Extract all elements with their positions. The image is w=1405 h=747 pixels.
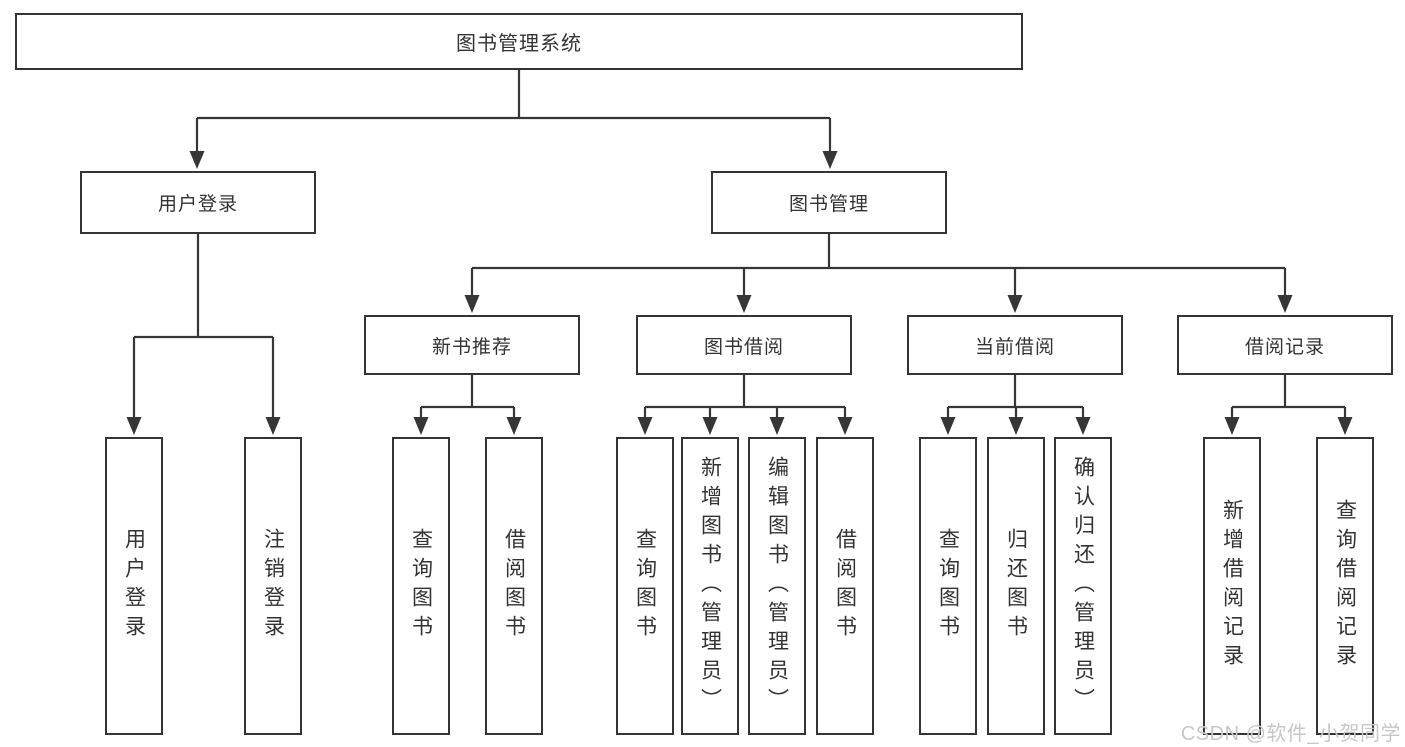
node-user-login-label: 用户登录: [157, 194, 238, 215]
arrow-down-icon: [506, 417, 522, 435]
leaf-logout: 注销登录: [244, 437, 302, 735]
connector-line: [195, 70, 832, 153]
leaf-label: 查询图书: [936, 528, 960, 644]
connector-line: [132, 234, 275, 420]
node-root-label: 图书管理系统: [456, 33, 582, 55]
arrow-down-icon: [769, 417, 785, 435]
arrow-down-icon: [702, 417, 718, 435]
node-book-management-label: 图书管理: [788, 194, 869, 215]
node-book-management: 图书管理: [711, 171, 947, 234]
node-root: 图书管理系统: [15, 13, 1023, 70]
leaf-borrow-books: 借阅图书: [816, 437, 874, 735]
arrow-down-icon: [940, 417, 956, 435]
arrow-down-icon: [1337, 417, 1353, 435]
leaf-query-books-recommend: 查询图书: [392, 437, 450, 735]
node-new-book-recommend: 新书推荐: [364, 315, 580, 375]
node-current-borrow-label: 当前借阅: [974, 336, 1055, 358]
leaf-borrow-books-recommend: 借阅图书: [485, 437, 543, 735]
connector-line: [946, 375, 1085, 420]
node-book-borrow: 图书借阅: [636, 315, 852, 375]
leaf-label: 新增图书（管理员）: [698, 455, 722, 717]
node-borrow-record: 借阅记录: [1177, 315, 1393, 375]
connector-line: [470, 234, 1287, 297]
csdn-watermark: CSDN @软件_小贺同学: [1180, 723, 1401, 745]
leaf-label: 借阅图书: [833, 528, 857, 644]
leaf-add-borrow-record: 新增借阅记录: [1203, 437, 1261, 735]
node-new-book-recommend-label: 新书推荐: [431, 336, 512, 358]
node-current-borrow: 当前借阅: [907, 315, 1123, 375]
connector-line: [1230, 375, 1347, 420]
arrow-down-icon: [1075, 417, 1091, 435]
connector-line: [419, 375, 516, 420]
arrow-down-icon: [822, 151, 838, 169]
arrow-down-icon: [464, 295, 480, 313]
leaf-label: 确认归还（管理员）: [1071, 455, 1095, 717]
node-user-login: 用户登录: [80, 171, 316, 234]
arrow-down-icon: [736, 295, 752, 313]
arrow-down-icon: [1224, 417, 1240, 435]
node-borrow-record-label: 借阅记录: [1244, 336, 1325, 358]
arrow-down-icon: [1008, 417, 1024, 435]
arrow-down-icon: [189, 151, 205, 169]
leaf-label: 查询图书: [633, 528, 657, 644]
leaf-label: 归还图书: [1004, 528, 1028, 644]
leaf-logout-label: 注销登录: [261, 528, 285, 644]
arrow-down-icon: [1007, 295, 1023, 313]
leaf-return-book: 归还图书: [987, 437, 1045, 735]
node-book-borrow-label: 图书借阅: [703, 336, 784, 358]
arrow-down-icon: [1277, 295, 1293, 313]
leaf-label: 新增借阅记录: [1220, 499, 1244, 673]
arrow-down-icon: [126, 417, 142, 435]
leaf-user-login-label: 用户登录: [122, 528, 146, 644]
arrow-down-icon: [637, 417, 653, 435]
leaf-label: 查询图书: [409, 528, 433, 644]
leaf-query-books-borrow: 查询图书: [616, 437, 674, 735]
leaf-user-login: 用户登录: [105, 437, 163, 735]
leaf-label: 编辑图书（管理员）: [765, 455, 789, 717]
arrow-down-icon: [837, 417, 853, 435]
arrow-down-icon: [265, 417, 281, 435]
connector-line: [643, 375, 847, 420]
arrow-down-icon: [413, 417, 429, 435]
leaf-edit-book-admin: 编辑图书（管理员）: [748, 437, 806, 735]
leaf-confirm-return-admin: 确认归还（管理员）: [1054, 437, 1112, 735]
leaf-label: 查询借阅记录: [1333, 499, 1357, 673]
leaf-add-book-admin: 新增图书（管理员）: [681, 437, 739, 735]
leaf-label: 借阅图书: [502, 528, 526, 644]
leaf-query-books-current: 查询图书: [919, 437, 977, 735]
leaf-query-borrow-record: 查询借阅记录: [1316, 437, 1374, 735]
